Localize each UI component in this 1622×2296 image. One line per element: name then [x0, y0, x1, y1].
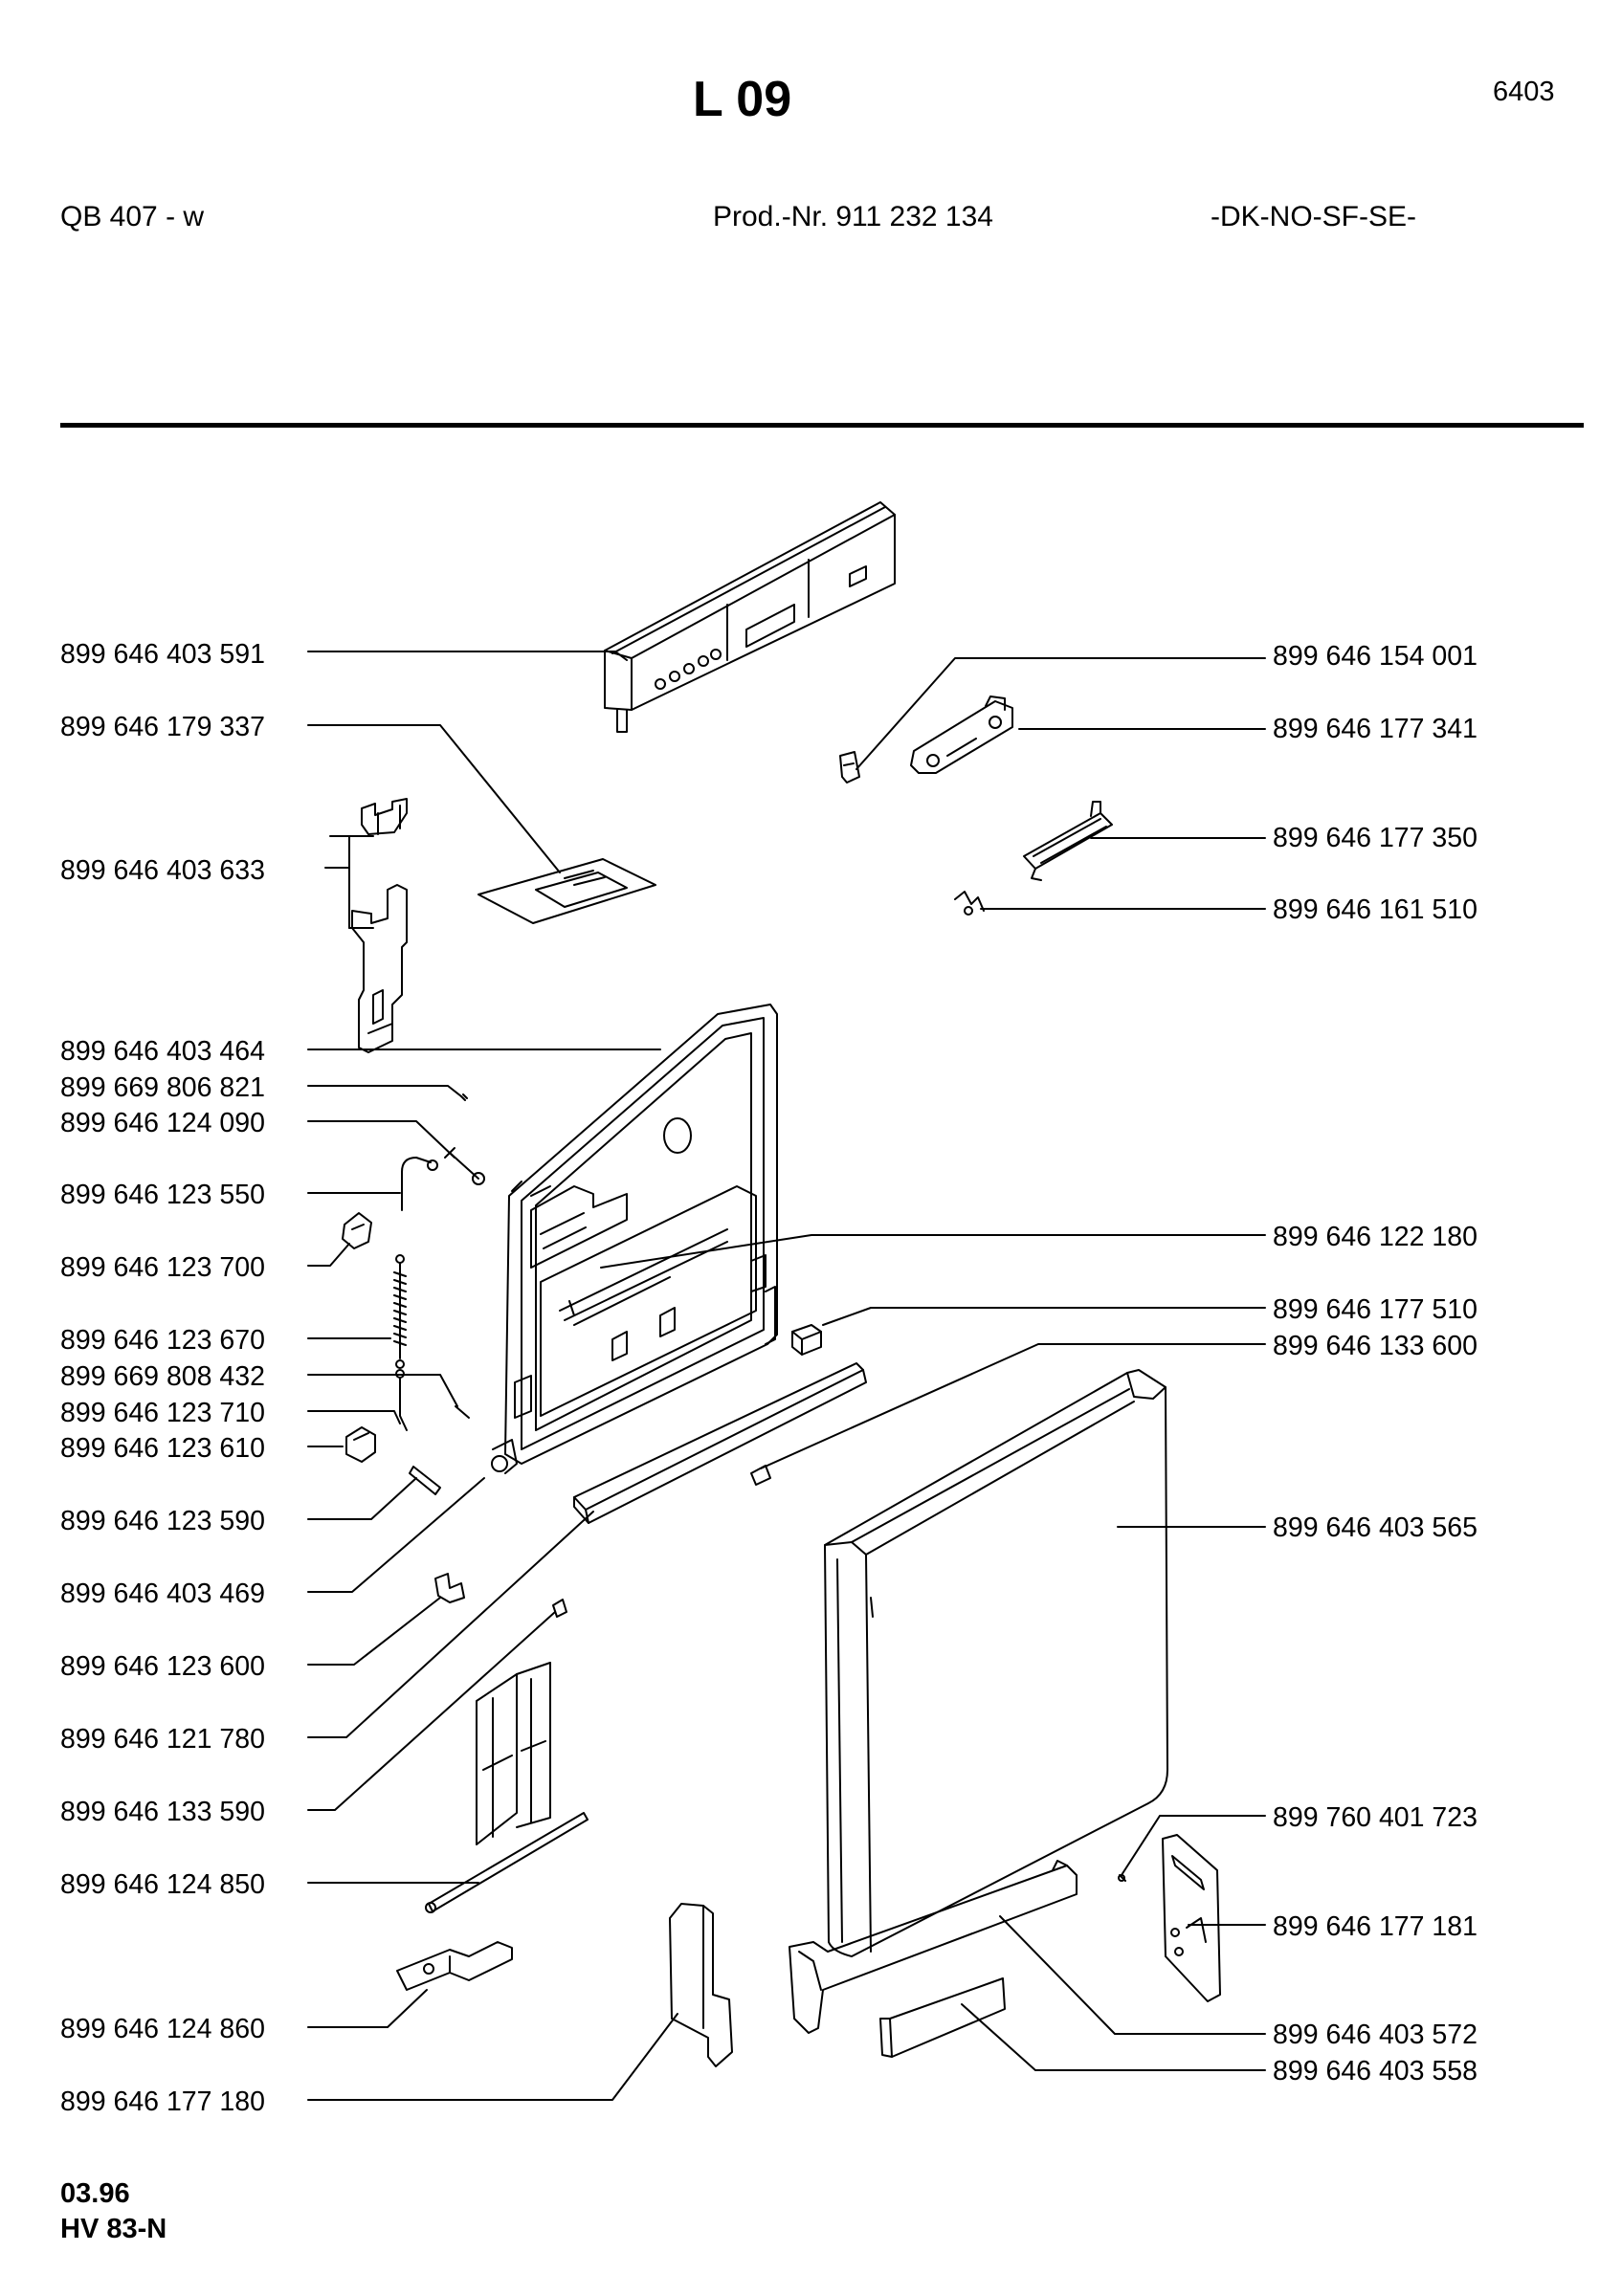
part-label: 899 669 806 821 [60, 1072, 265, 1103]
part-label: 899 646 403 633 [60, 855, 265, 886]
support-frame-part [425, 1662, 589, 1913]
inner-door-part [491, 1004, 778, 1474]
part-label: 899 646 161 510 [1273, 894, 1478, 925]
leader-lines-right [600, 657, 1266, 2071]
side-bracket-part [1118, 1834, 1221, 2002]
bracket-set-part [351, 798, 408, 1053]
part-label: 899 646 403 469 [60, 1578, 265, 1609]
hinge-bracket-part [910, 695, 1013, 774]
part-label: 899 646 403 464 [60, 1036, 265, 1067]
part-label: 899 646 123 550 [60, 1180, 265, 1210]
country-codes: -DK-NO-SF-SE- [1211, 201, 1416, 232]
part-label: 899 646 177 350 [1273, 823, 1478, 853]
part-label: 899 646 403 572 [1273, 2020, 1478, 2050]
page-title: L 09 [693, 72, 792, 127]
part-label: 899 646 177 180 [60, 2086, 265, 2117]
footer-date: 03.96 [60, 2178, 130, 2209]
part-label: 899 646 124 090 [60, 1108, 265, 1138]
insulation-sheet-part [478, 858, 656, 924]
part-label: 899 646 133 600 [1273, 1331, 1478, 1361]
part-label: 899 669 808 432 [60, 1361, 265, 1392]
slide-rail-part [1023, 801, 1113, 881]
part-label: 899 646 124 860 [60, 2014, 265, 2044]
side-panel-part [669, 1903, 733, 2067]
control-panel-part [604, 501, 896, 733]
part-label: 899 646 177 181 [1273, 1911, 1478, 1942]
small-fasteners [342, 1093, 485, 1495]
clip-part [839, 751, 860, 784]
part-label: 899 646 123 700 [60, 1252, 265, 1283]
part-label: 899 646 177 510 [1273, 1294, 1478, 1325]
footer-ref: HV 83-N [60, 2214, 167, 2244]
part-label: 899 646 123 610 [60, 1433, 265, 1464]
header-divider [60, 423, 1584, 428]
part-label: 899 646 403 565 [1273, 1512, 1478, 1543]
outer-door-panel-part [824, 1369, 1168, 1957]
bottom-rail-part [573, 1362, 867, 1524]
page-code: 6403 [1493, 77, 1555, 107]
model-name: QB 407 - w [60, 201, 205, 232]
kick-rail-part [789, 1860, 1078, 2034]
small-bracket-parts [434, 1573, 567, 1618]
part-label: 899 646 403 558 [1273, 2056, 1478, 2086]
part-label: 899 646 133 590 [60, 1797, 265, 1827]
part-label: 899 646 123 590 [60, 1506, 265, 1536]
part-label: 899 646 179 337 [60, 712, 265, 742]
part-label: 899 646 124 850 [60, 1869, 265, 1900]
block-part [791, 1324, 822, 1356]
part-label: 899 646 123 600 [60, 1651, 265, 1682]
part-label: 899 646 123 710 [60, 1398, 265, 1428]
spring-clip-part [954, 891, 985, 916]
mounting-bracket-part [396, 1941, 513, 1991]
plinth-strip-part [879, 1977, 1006, 2058]
part-label: 899 646 177 341 [1273, 714, 1478, 744]
product-number: Prod.-Nr. 911 232 134 [713, 201, 993, 232]
part-label: 899 646 154 001 [1273, 641, 1478, 672]
part-label: 899 760 401 723 [1273, 1802, 1478, 1833]
part-label: 899 646 123 670 [60, 1325, 265, 1356]
part-label: 899 646 403 591 [60, 639, 265, 670]
part-label: 899 646 122 180 [1273, 1222, 1478, 1252]
small-clip-part [750, 1465, 771, 1486]
leader-lines-left [307, 651, 678, 2101]
part-label: 899 646 121 780 [60, 1724, 265, 1755]
